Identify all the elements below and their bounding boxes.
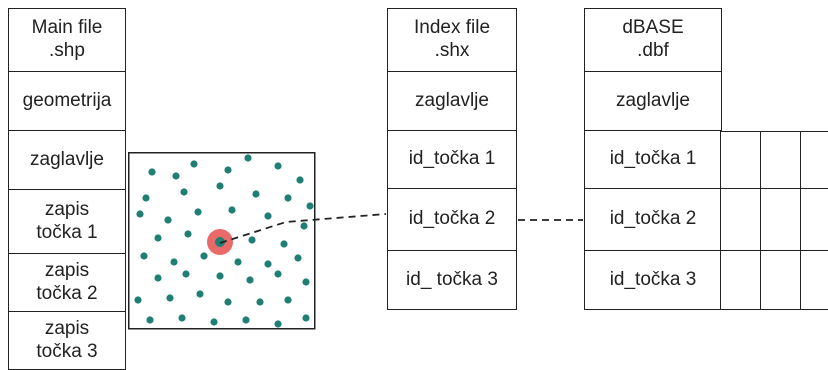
map-point [200,252,208,260]
map-point [244,154,252,162]
highlighted-point [215,237,225,247]
map-point [166,294,174,302]
dbase-attr-cell [720,131,762,189]
map-point [136,210,144,218]
main-file-row-header: zaglavlje [8,131,126,190]
map-point [170,258,178,266]
dbase-file-row-point-3: id_točka 3 [584,251,722,310]
map-point [306,202,314,210]
index-file-row-point-1: id_točka 1 [387,131,517,189]
map-point [274,162,282,170]
map-point [224,298,232,306]
map-point [228,206,236,214]
map-point [294,254,302,262]
map-point [190,160,198,168]
map-point [252,190,260,198]
index-file-row-point-3: id_ točka 3 [387,251,517,310]
map-point [178,314,186,322]
dbase-attr-cell [800,251,828,310]
main-file-row-point-3: zapis točka 3 [8,312,126,370]
map-point [284,296,292,304]
dbase-file-row-point-2: id_točka 2 [584,189,722,251]
dbase-file-row-header: zaglavlje [584,72,722,131]
map-point [224,166,232,174]
map-point [256,298,264,306]
point-map [128,152,316,330]
main-file-row-point-2: zapis točka 2 [8,254,126,312]
map-point [302,314,310,322]
dbase-attr-cell [720,189,762,251]
map-point [284,194,292,202]
map-point [154,274,162,282]
index-file-row-point-2: id_točka 2 [387,189,517,251]
map-point [300,222,308,230]
dbase-attr-cell [800,131,828,189]
index-file-header: Index file .shx [387,8,517,72]
map-point [216,182,224,190]
map-point [142,194,150,202]
map-point [216,272,224,280]
map-point [248,236,256,244]
map-point [246,276,254,284]
map-point [242,316,250,324]
map-points [134,154,314,328]
map-point [302,278,310,286]
dbase-file-row-point-1: id_točka 1 [584,131,722,189]
map-point [172,172,180,180]
dbase-attr-cell [800,189,828,251]
map-point [184,230,192,238]
map-point [234,258,242,266]
map-point [274,270,282,278]
map-point [182,270,190,278]
dbase-file-header: dBASE .dbf [584,8,722,72]
map-point [146,316,154,324]
map-point [164,216,172,224]
map-point [154,234,162,242]
main-file-row-geometry: geometrija [8,72,126,131]
map-point [296,176,304,184]
map-point [264,212,272,220]
index-file-row-header: zaglavlje [387,72,517,131]
map-point [180,188,188,196]
map-point [134,296,142,304]
map-point [140,252,148,260]
map-point [264,260,272,268]
map-point [194,208,202,216]
map-point [280,240,288,248]
main-file-header: Main file .shp [8,8,126,72]
map-point [274,320,282,328]
link-map-to-index [219,213,387,244]
map-point [210,318,218,326]
map-point [196,290,204,298]
main-file-row-point-1: zapis točka 1 [8,190,126,254]
map-point [148,168,156,176]
